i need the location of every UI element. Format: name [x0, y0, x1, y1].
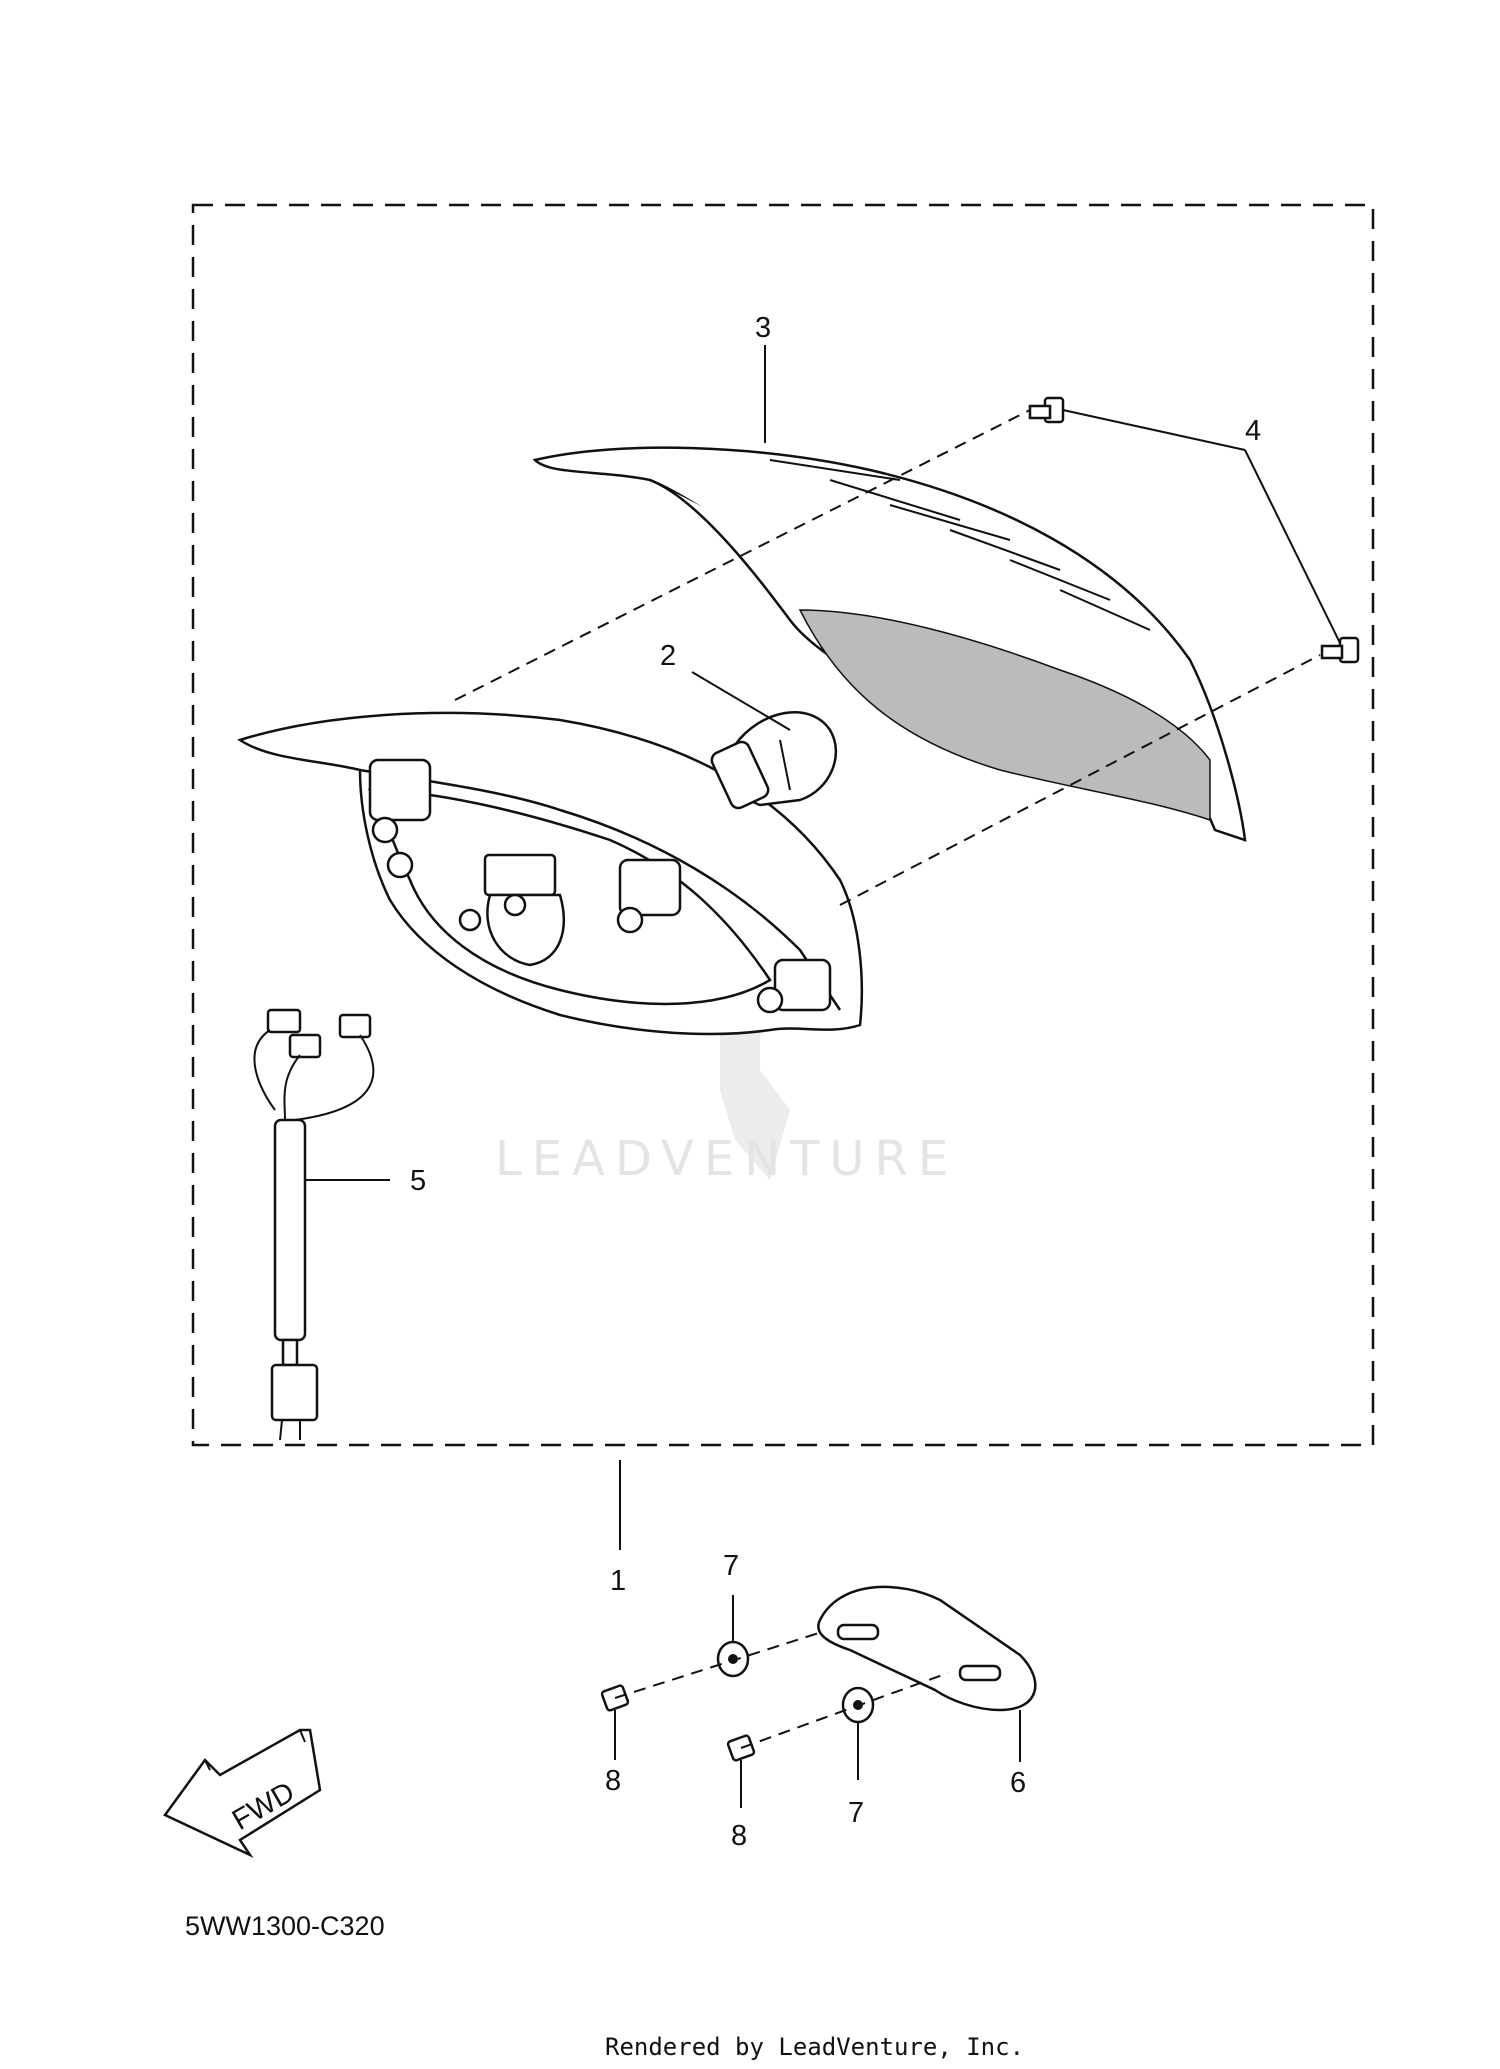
- assembly-boundary: [191, 203, 1375, 1447]
- callout-6: 6: [1010, 1767, 1026, 1799]
- callout-5: 5: [410, 1165, 426, 1197]
- part-5-wire-harness: [253, 1008, 375, 1441]
- callout-8-upper: 8: [605, 1765, 621, 1797]
- part-7-washer-upper: [716, 1640, 750, 1678]
- render-credit: Rendered by LeadVenture, Inc.: [605, 2033, 1024, 2061]
- part-4-screw-lower: [1320, 636, 1360, 664]
- watermark-logo: [720, 1010, 790, 1180]
- callout-2: 2: [660, 640, 676, 672]
- part-3-tail-lens: [532, 446, 1247, 842]
- fwd-arrow: [163, 1728, 322, 1859]
- callout-3: 3: [755, 312, 771, 344]
- callout-4: 4: [1245, 415, 1261, 447]
- part-6-base-plate: [817, 1585, 1037, 1712]
- leader-lines: [305, 345, 1341, 1808]
- part-4-screw-upper: [1028, 396, 1065, 424]
- watermark-text: LEADVENTURE: [495, 1131, 958, 1187]
- part-1-tail-housing: [237, 711, 864, 1036]
- assembly-lines: [454, 409, 1321, 1749]
- diagram-part-code: 5WW1300-C320: [185, 1911, 385, 1941]
- part-2-bulb: [710, 711, 838, 810]
- callout-7-lower: 7: [848, 1797, 864, 1829]
- callout-1: 1: [610, 1565, 626, 1597]
- callout-7-upper: 7: [723, 1550, 739, 1582]
- callout-8-lower: 8: [731, 1820, 747, 1852]
